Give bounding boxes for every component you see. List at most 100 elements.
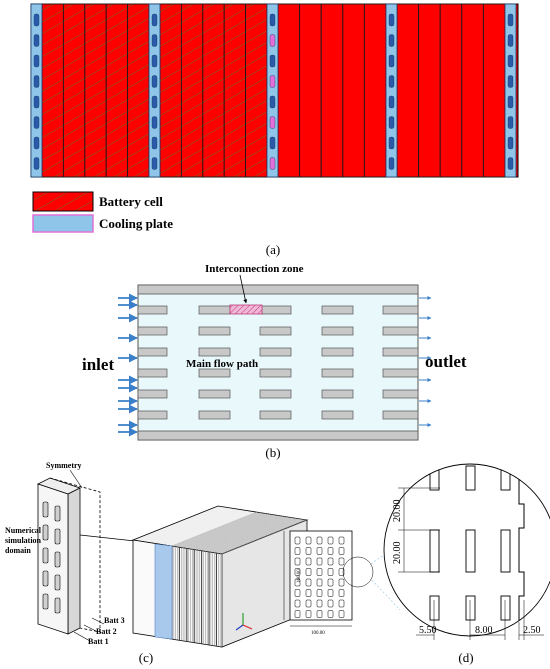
detail-slot — [429, 595, 440, 621]
plate-slot — [327, 568, 334, 576]
plate-slot — [305, 568, 312, 576]
flow-rib — [321, 305, 354, 315]
plate-channel — [33, 95, 40, 109]
plate-slot — [316, 589, 323, 597]
battery-cell — [363, 3, 387, 178]
battery-cell — [482, 3, 506, 178]
batt3-label: Batt 3 — [104, 616, 125, 625]
plate-slot — [305, 610, 312, 618]
plate-channel — [151, 13, 158, 27]
dim-20-bottom: 20.00 — [392, 542, 403, 565]
plate-slot — [338, 547, 345, 555]
zone-pointer — [239, 274, 248, 304]
plate-channel — [33, 116, 40, 129]
module-top-line — [220, 519, 306, 554]
highlighted-slice — [154, 543, 173, 640]
slice-channel — [42, 501, 49, 518]
slice-channel — [54, 574, 61, 591]
plate-slot — [338, 557, 345, 566]
bottom-wall — [137, 430, 419, 441]
plate-channel — [507, 54, 514, 68]
plate-slot — [294, 547, 301, 555]
plate-slot — [316, 536, 323, 545]
cooling-plate — [385, 3, 398, 178]
flow-rib — [321, 410, 354, 420]
domain-label-line1: Numerical — [5, 526, 42, 535]
plate-slot — [305, 536, 312, 545]
detail-slot — [429, 529, 440, 573]
module-top-line — [184, 513, 271, 549]
inlet-label: inlet — [82, 355, 114, 374]
main-flow-path-label: Main flow path — [186, 358, 258, 370]
plate-channel — [507, 75, 514, 88]
plate-channel — [151, 157, 158, 170]
outlet-arrows — [419, 296, 432, 427]
plate-channel — [269, 34, 276, 47]
plate-slot — [294, 599, 301, 608]
detail-callout — [342, 556, 374, 588]
plate-channel — [269, 116, 276, 129]
detail-slot — [500, 595, 511, 621]
caption-d: (d) — [458, 650, 473, 665]
battery-cell — [127, 3, 150, 178]
flow-rib — [198, 368, 231, 378]
flow-rib — [259, 368, 292, 378]
flow-rib — [321, 389, 354, 399]
plate-channel — [507, 34, 514, 47]
flow-rib — [137, 410, 168, 420]
detail-channels — [429, 465, 511, 621]
caption-a: (a) — [266, 242, 280, 257]
plate-channel — [507, 157, 514, 170]
symmetry-boundary — [49, 477, 101, 633]
battery-cell — [84, 3, 107, 178]
legend-cooling-label: Cooling plate — [99, 216, 173, 231]
flow-rib — [198, 410, 231, 420]
module-top-line — [203, 516, 289, 552]
interconnection-zone-label: Interconnection zone — [205, 263, 304, 275]
battery-cell — [105, 3, 129, 178]
flow-rib — [259, 410, 292, 420]
plate-channel — [388, 13, 395, 27]
caption-b: (b) — [265, 445, 280, 460]
legend-battery-label: Battery cell — [99, 194, 163, 209]
flow-rib — [198, 347, 231, 357]
module-top-line — [179, 512, 265, 548]
module-top-line — [186, 514, 272, 549]
module-top-line — [207, 517, 293, 552]
module-top-line — [181, 513, 267, 548]
plate-slot — [338, 536, 345, 545]
battery-cell — [180, 3, 204, 178]
panel-b-cooling-plate-flow — [118, 274, 432, 441]
domain-label-line2: simulation — [5, 536, 42, 545]
plate-slot — [327, 578, 334, 587]
plate-channel — [269, 54, 276, 68]
module-top-line — [175, 512, 261, 547]
module-top-line — [221, 519, 308, 555]
plate-channel — [388, 157, 395, 170]
detail-slot — [429, 465, 440, 491]
slice-channel — [42, 524, 49, 541]
plate-slot — [305, 557, 312, 566]
flow-rib — [198, 389, 231, 399]
plate-slot — [338, 599, 345, 608]
flow-rib — [137, 347, 168, 357]
flow-rib — [321, 326, 354, 336]
battery-cell — [245, 3, 268, 178]
module-top-line — [192, 515, 278, 550]
module-top-line — [218, 519, 304, 554]
module-top-line — [214, 518, 300, 554]
flow-rib — [137, 305, 168, 315]
battery-cell — [396, 3, 420, 178]
plate-slot — [294, 610, 301, 618]
plate-channel — [388, 136, 395, 150]
legend-cooling-swatch — [32, 214, 94, 233]
plate-slot — [316, 578, 323, 587]
flow-rib — [198, 305, 231, 315]
cooling-plates — [30, 3, 517, 178]
flow-rib — [259, 326, 292, 336]
module-top-line — [199, 516, 285, 551]
domain-label-line3: domain — [5, 546, 31, 555]
module-top-line — [177, 512, 263, 548]
plate-slot — [294, 578, 301, 587]
plate-slot — [338, 610, 345, 618]
